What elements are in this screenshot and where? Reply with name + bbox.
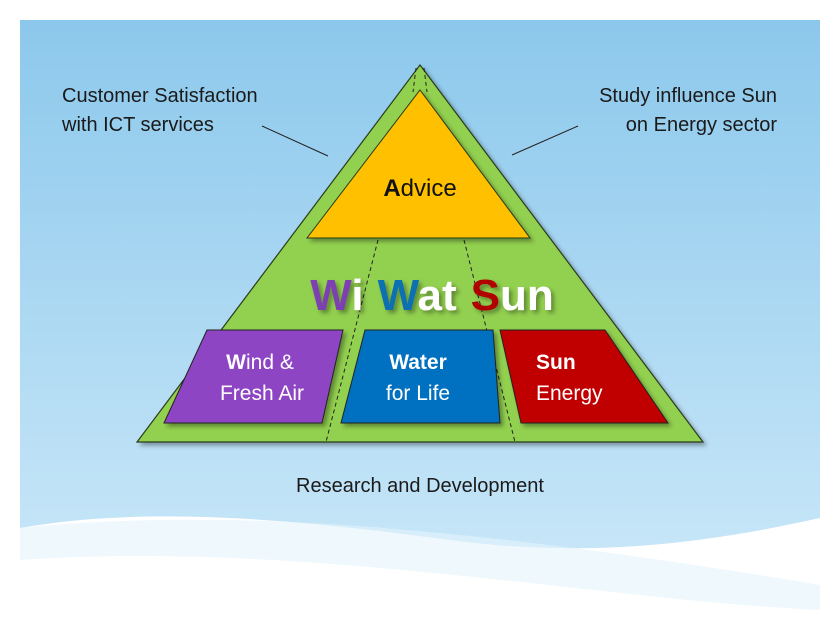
pillar-water-line2: for Life xyxy=(386,382,450,405)
pillar-water xyxy=(340,329,501,424)
pointer-line-right xyxy=(511,125,579,156)
pillar-wind-line1: Wind & xyxy=(226,351,294,374)
note-left-line2: with ICT services xyxy=(61,114,214,136)
pillar-sun xyxy=(499,329,669,424)
advice-label: Advice xyxy=(383,175,456,202)
pillar-wind-line2: Fresh Air xyxy=(220,382,304,405)
note-right-line1: Study influence Sun xyxy=(599,85,777,107)
note-left-line1: Customer Satisfaction xyxy=(62,85,258,107)
wave-bottom xyxy=(20,555,820,630)
pillar-wind xyxy=(163,329,344,424)
pillar-water-line1: Water xyxy=(389,351,447,374)
pointer-line-left xyxy=(261,125,329,157)
pillar-sun-line2: Energy xyxy=(536,382,603,405)
pillar-sun-line1: Sun xyxy=(536,351,576,374)
base-label: Research and Development xyxy=(296,475,544,497)
advice-triangle xyxy=(305,89,531,239)
note-right-line2: on Energy sector xyxy=(626,114,778,136)
